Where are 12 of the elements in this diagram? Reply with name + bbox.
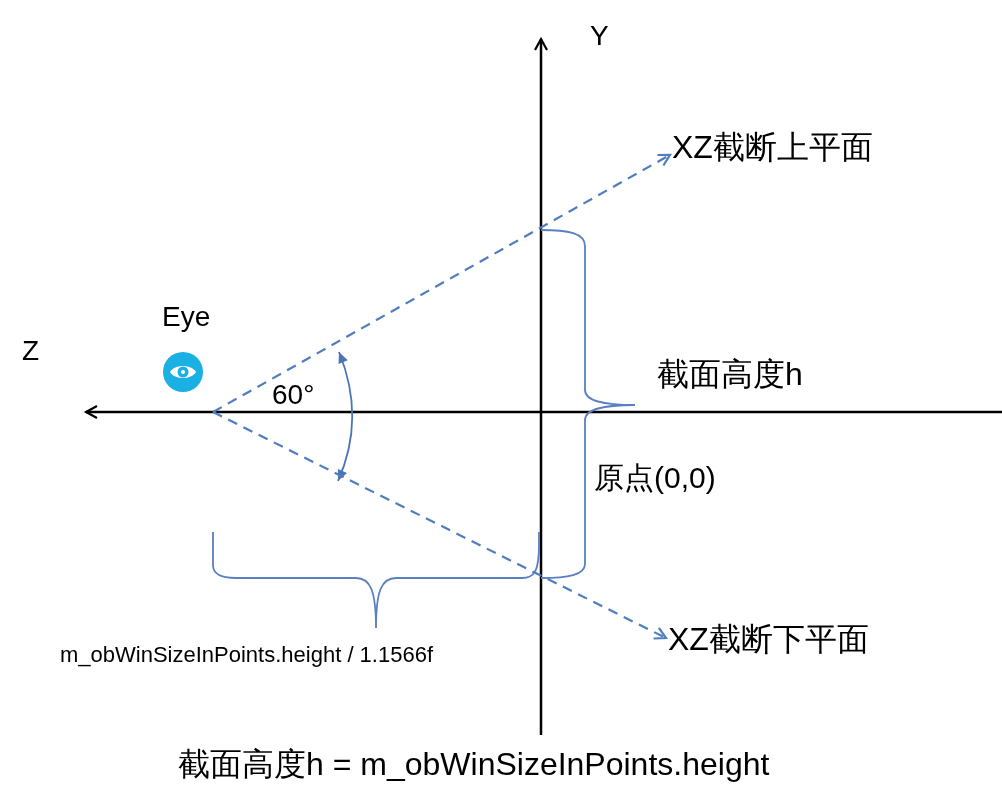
- dashed-arrow: [212, 153, 672, 413]
- dimension-label: m_obWinSizeInPoints.height / 1.1566f: [60, 642, 433, 669]
- plane-label: XZ截断下平面: [668, 620, 869, 659]
- origin-label: 原点(0,0): [594, 460, 716, 496]
- axis-label: Y: [590, 19, 609, 53]
- axis-label: Z: [22, 334, 40, 368]
- eye-label: Eye: [162, 300, 211, 334]
- formula-text: 截面高度h = m_obWinSizeInPoints.height: [178, 745, 770, 784]
- dimension-label: 截面高度h: [657, 355, 803, 394]
- angle-label: 60°: [272, 381, 315, 409]
- dashed-arrow: [212, 411, 668, 640]
- plane-label: XZ截断上平面: [672, 128, 873, 167]
